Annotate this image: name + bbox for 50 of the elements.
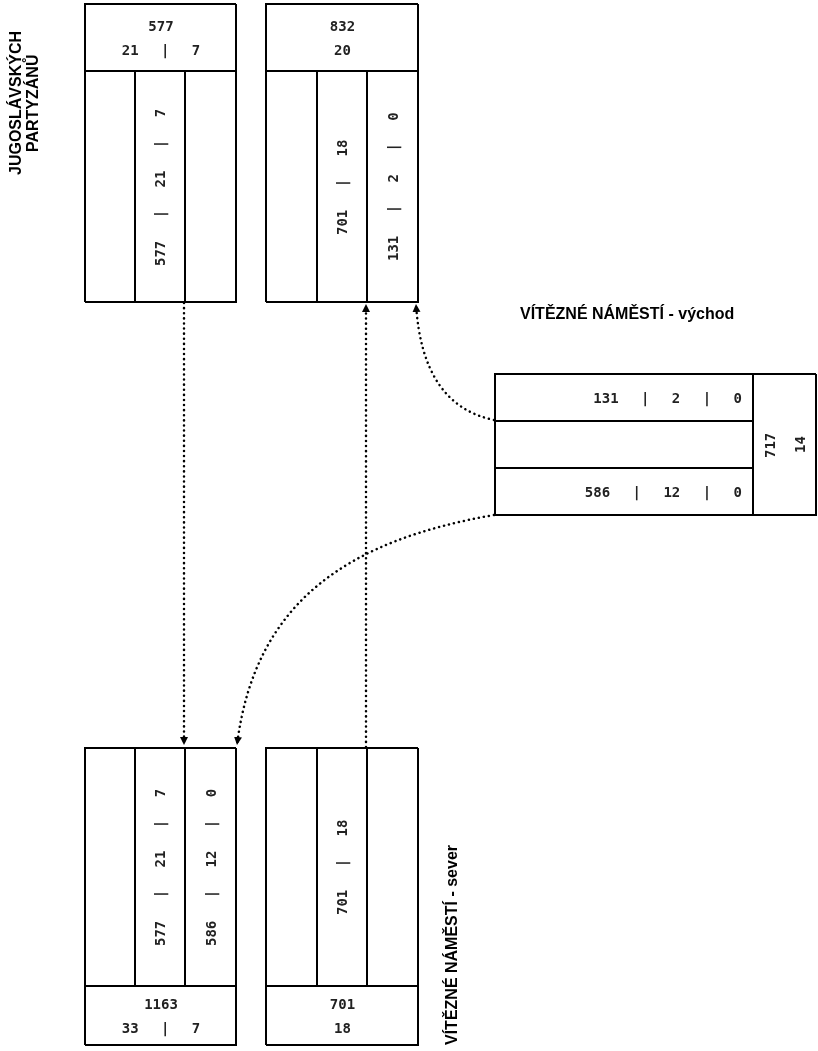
count-split: 18 xyxy=(334,1020,351,1036)
lane-counts: 577 | 21 | 7 xyxy=(152,108,168,266)
total-count: 701 xyxy=(329,996,356,1012)
lane-cell xyxy=(367,71,419,303)
total-cell xyxy=(266,986,419,1046)
lane-cell xyxy=(85,748,135,986)
approach-box xyxy=(494,373,816,515)
lane-cell xyxy=(495,468,753,516)
count-split: 20 xyxy=(334,41,351,58)
total-count: 1163 xyxy=(144,996,178,1012)
total-cell xyxy=(266,4,419,71)
total-count: 577 xyxy=(148,17,174,34)
dotted-arrow xyxy=(362,302,370,749)
lane-cell xyxy=(495,421,753,468)
total-cell xyxy=(753,374,817,516)
street-name: JUGOSLÁVSKÝCH PARTYZÁNŮ xyxy=(8,30,42,177)
lane-cell xyxy=(135,748,185,986)
lane-counts: 701 | 18 xyxy=(334,819,350,915)
count-split: 14 xyxy=(792,436,808,454)
approach-box xyxy=(84,3,236,302)
lane-counts: 131 | 2 | 0 xyxy=(593,389,742,406)
dotted-arrow xyxy=(234,513,496,747)
lane-counts: 586 | 12 | 0 xyxy=(584,484,742,500)
lane-cell xyxy=(185,748,237,986)
street-name: VÍTĚZNÉ NÁMĚSTÍ - sever xyxy=(444,843,461,1045)
lane-counts: 701 | 18 xyxy=(334,139,350,235)
approach-box xyxy=(265,747,418,1045)
dotted-arrow xyxy=(180,301,188,747)
total-cell xyxy=(85,986,237,1046)
lane-cell xyxy=(317,71,367,303)
total-count: 832 xyxy=(329,17,356,34)
lane-counts: 577 | 21 | 7 xyxy=(152,788,168,946)
dotted-arrow xyxy=(412,302,496,422)
approach-box xyxy=(265,3,418,302)
lane-cell xyxy=(85,71,135,303)
lane-cell xyxy=(135,71,185,303)
lane-counts: 131 | 2 | 0 xyxy=(385,112,401,262)
lane-cell xyxy=(367,748,419,986)
lane-cell xyxy=(266,71,317,303)
count-split: 21 | 7 xyxy=(121,41,201,58)
lane-cell xyxy=(317,748,367,986)
lane-cell xyxy=(266,748,317,986)
lane-cell xyxy=(495,374,753,421)
lane-counts: 586 | 12 | 0 xyxy=(203,788,219,946)
total-cell xyxy=(85,4,237,71)
street-name: VÍTĚZNÉ NÁMĚSTÍ - východ xyxy=(520,306,735,323)
count-split: 33 | 7 xyxy=(121,1020,201,1036)
total-count: 717 xyxy=(762,432,778,458)
approach-box xyxy=(84,747,236,1045)
lane-cell xyxy=(185,71,237,303)
